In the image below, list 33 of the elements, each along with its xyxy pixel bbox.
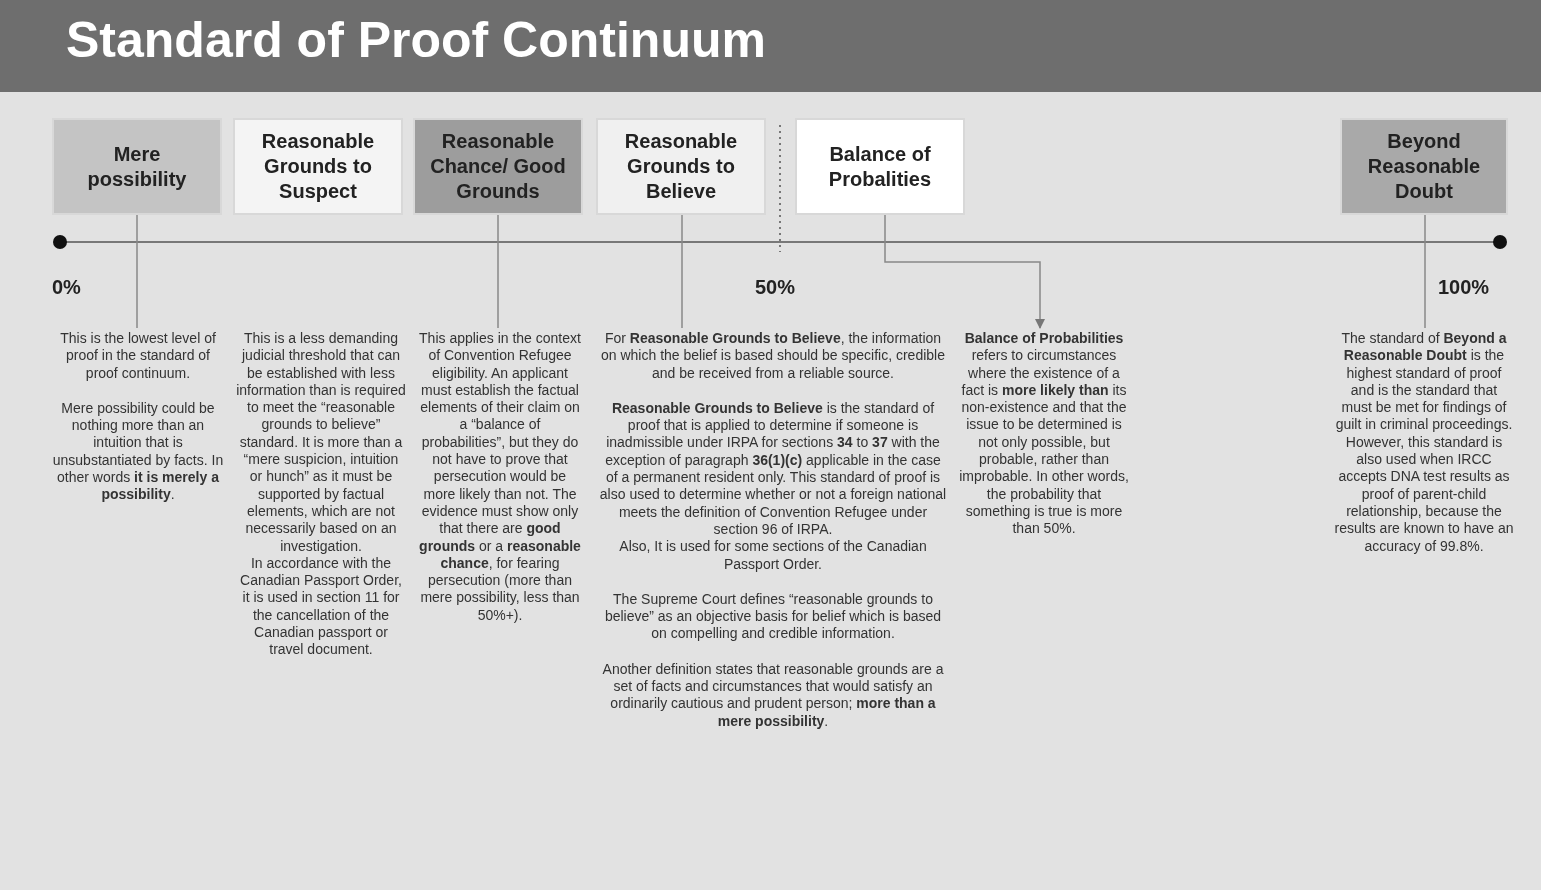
connector-line — [136, 214, 138, 329]
description-paragraph: Another definition states that reasonable grounds are a set of facts and circumstances that would satisfy an ordinarily cautious and prudent person; more than a mere possibility. — [601, 660, 945, 730]
percent-label: 100% — [1438, 275, 1490, 300]
standard-box — [795, 118, 965, 215]
standard-heading: Mere possibility — [86, 141, 188, 192]
percent-label: 0% — [52, 275, 81, 300]
description-paragraph: Also, It is used for some sections of the Canadian Passport Order. — [618, 538, 928, 573]
standard-box — [233, 118, 403, 215]
standard-heading: Beyond Reasonable Doubt — [1366, 129, 1482, 204]
description-paragraph: This is a less demanding judicial threshold that can be established with less information than is required to meet the “reasonable grounds to believe” standard. It is more than a “mere suspicion, intuition or hunch” as it must be supported by factual elements, which are not necessarily based on an investigation. — [236, 330, 406, 555]
description-paragraph: This applies in the context of Convention Refugee eligibility. An applicant must establish the factual elements of their claim on a “balance of probabilities”, but they do not have to prove that persecution would be more likely than not. The evidence must show only that there are good grounds or a reasonable chance, for fearing persecution (more than mere possibility, less than 50%+). — [418, 330, 582, 625]
standard-heading: Reasonable Chance/ Good Grounds — [429, 129, 567, 204]
description-paragraph: Mere possibility could be nothing more than an intuition that is unsubstantiated by facts. In other words it is merely a possibility. — [52, 399, 224, 504]
standard-box — [596, 118, 766, 215]
description-paragraph: In accordance with the Canadian Passport Order, it is used in section 11 for the cancellation of the Canadian passport or travel document. — [239, 554, 403, 659]
description-paragraph: The Supreme Court defines “reasonable grounds to believe” as an objective basis for belief which is based on compelling and credible information. — [603, 590, 943, 643]
standard-box — [52, 118, 222, 215]
description-paragraph: The standard of Beyond a Reasonable Doubt is the highest standard of proof and is the standard that must be met for findings of guilt in criminal proceedings. However, this standard is also used when IRCC accepts DNA test results as proof of parent-child relationship, because the results are known to have an accuracy of 99.8%. — [1334, 330, 1514, 555]
standard-box — [1340, 118, 1508, 215]
description-paragraph: Reasonable Grounds to Believe is the standard of proof that is applied to determine if someone is inadmissible under IRPA for sections 34 to 37 with the exception of paragraph 36(1)(c) applicable in the case of a permanent resident only. This standard of proof is also used to determine whether or not a foreign national meets the definition of Convention Refugee under section 96 of IRPA. — [598, 399, 948, 539]
connector-line — [1424, 214, 1426, 329]
description-paragraph: For Reasonable Grounds to Believe, the information on which the belief is based should be specific, credible and be received from a reliable source. — [600, 330, 946, 382]
standard-heading: Balance of Probalities — [827, 141, 933, 192]
connector-line — [884, 214, 1045, 329]
title: Standard of Proof Continuum — [66, 11, 766, 70]
percent-label: 50% — [755, 275, 796, 300]
standard-heading: Reasonable Grounds to Suspect — [260, 129, 376, 204]
connector-line — [497, 214, 499, 329]
standard-box — [413, 118, 583, 215]
standard-heading: Reasonable Grounds to Believe — [623, 129, 739, 204]
description-paragraph: Balance of Probabilities refers to circumstances where the existence of a fact is more likely than its non-existence and that the issue to be determined is not only possible, but probable, rather than improbable. In other words, the probability that something is true is more than 50%. — [958, 330, 1130, 538]
connector-line — [681, 214, 683, 329]
description-paragraph: This is the lowest level of proof in the standard of proof continuum. — [59, 330, 217, 382]
